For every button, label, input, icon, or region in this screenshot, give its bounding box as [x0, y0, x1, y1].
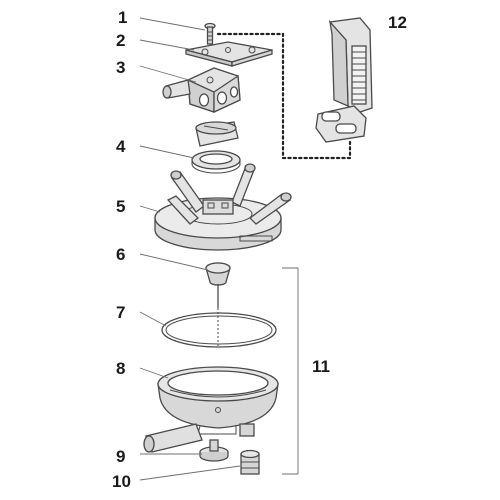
part-knob-and-ring — [191, 121, 241, 174]
part-screw — [204, 22, 216, 45]
callout-1: 1 — [118, 8, 127, 27]
callout-5: 5 — [116, 197, 125, 216]
part-hanger-bracket — [315, 17, 373, 143]
part-gasket-ring — [161, 308, 277, 348]
callout-3: 3 — [116, 58, 125, 77]
callout-6: 6 — [116, 245, 125, 264]
group-bracket — [282, 267, 299, 475]
connector-dotted-line — [216, 32, 352, 160]
callout-11: 11 — [312, 357, 330, 376]
leader-lines — [139, 17, 241, 481]
part-float-pin — [205, 262, 231, 308]
callout-9: 9 — [116, 447, 125, 466]
part-valve-disk — [199, 439, 229, 462]
callout-7: 7 — [116, 303, 125, 322]
part-claw-lid — [154, 163, 292, 251]
part-plate — [185, 41, 273, 67]
part-plug — [240, 449, 260, 475]
callout-10: 10 — [112, 472, 131, 491]
callout-2: 2 — [116, 31, 125, 50]
callout-4: 4 — [116, 137, 126, 156]
callout-12: 12 — [388, 13, 407, 32]
callout-8: 8 — [116, 359, 125, 378]
part-bowl — [143, 366, 279, 453]
part-valve-head — [162, 67, 241, 114]
